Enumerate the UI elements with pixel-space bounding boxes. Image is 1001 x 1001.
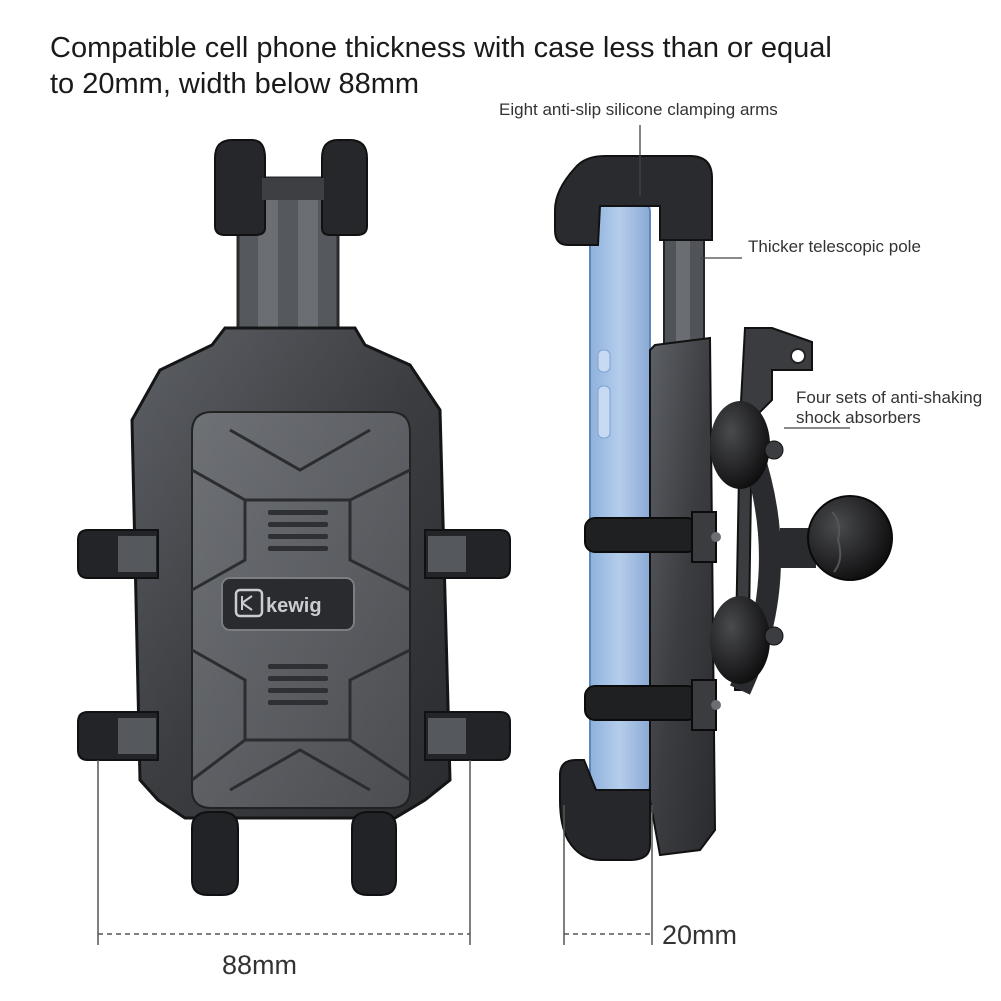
ball-mount [780,495,893,581]
front-bottom-clamps [191,811,397,896]
side-top-clamp [554,155,713,246]
callout-shock-absorbers-line-2: shock absorbers [796,408,921,427]
callout-clamping-arms: Eight anti-slip silicone clamping arms [499,100,778,119]
front-top-clamps [214,139,368,236]
kewig-logo-text: kewig [266,595,322,617]
callout-shock-absorbers-line-1: Four sets of anti-shaking [796,388,983,407]
thickness-dimension-label: 20mm [662,920,738,950]
headline: Compatible cell phone thickness with cas… [50,30,930,102]
headline-line-1: Compatible cell phone thickness with cas… [50,32,832,64]
callout-shock-absorbers: Four sets of anti-shaking shock absorber… [796,388,982,428]
callout-leader-lines [639,125,850,429]
thickness-dimension-lines [563,805,653,945]
shock-absorbers [710,401,784,684]
kewig-logo: kewig [221,577,355,631]
width-dimension-lines [97,760,471,945]
side-view [554,155,893,861]
headline-line-2: to 20mm, width below 88mm [50,68,420,100]
width-dimension-label: 88mm [222,950,298,980]
front-view: kewig [77,139,511,896]
callout-telescopic-pole: Thicker telescopic pole [748,237,921,256]
side-body [649,336,717,857]
